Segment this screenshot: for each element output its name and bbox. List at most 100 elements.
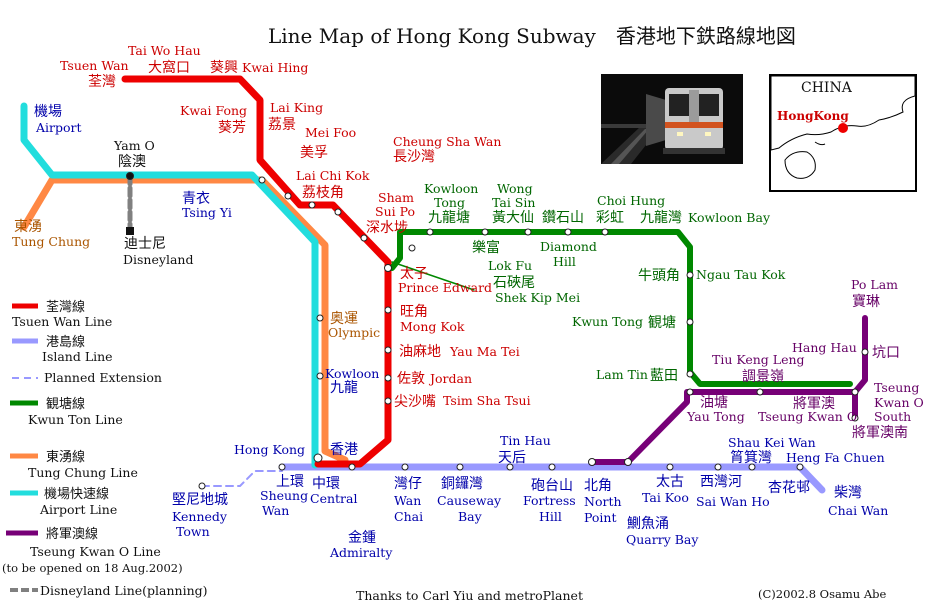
- shau-kei-wan-station-dot[interactable]: [748, 463, 756, 471]
- wong-tai-sin-label-2: Tai Sin: [492, 195, 535, 210]
- mei-foo-station-dot[interactable]: [284, 192, 292, 200]
- kwai-fong-label: Kwai Fong: [180, 103, 247, 118]
- sheung-wan-station-dot[interactable]: [278, 463, 286, 471]
- tin-hau-station-dot[interactable]: [506, 463, 514, 471]
- credits: Thanks to Carl Yiu and metroPlanet: [356, 588, 583, 603]
- choi-hung-station-dot[interactable]: [601, 228, 609, 236]
- lai-chi-kok-label-zh: 荔枝角: [302, 185, 344, 201]
- tsim-sha-tsui-station-dot[interactable]: [384, 397, 392, 405]
- lok-fu-station-dot[interactable]: [481, 228, 489, 236]
- legend-island-en: Island Line: [42, 349, 113, 364]
- causeway-bay-station-dot[interactable]: [456, 463, 464, 471]
- yau-ma-tei-station-dot[interactable]: [384, 346, 392, 354]
- mei-foo-label-zh: 美孚: [300, 145, 328, 161]
- sham-shui-po-label-1: Sham: [378, 190, 414, 205]
- legend-tseung-kwan-o-note: (to be opened on 18 Aug.2002): [2, 561, 183, 575]
- choi-hung-label: Choi Hung: [597, 193, 665, 208]
- diamond-hill-station-dot[interactable]: [564, 228, 572, 236]
- mong-kok-label: Mong Kok: [400, 319, 465, 334]
- lok-fu-label-zh: 樂富: [472, 239, 500, 256]
- north-point-station-dot[interactable]: [588, 458, 596, 466]
- island-line-planned-extension: [201, 470, 283, 487]
- tiu-keng-leng-station-dot[interactable]: [756, 388, 764, 396]
- wong-tai-sin-station-dot[interactable]: [524, 228, 532, 236]
- tsing-yi-label: Tsing Yi: [182, 205, 232, 220]
- central-label: Central: [310, 491, 357, 506]
- prince-edward-station-dot[interactable]: [384, 264, 392, 272]
- lai-king-interchange-dot[interactable]: [258, 176, 266, 184]
- tko-south-station-dot[interactable]: [851, 414, 859, 422]
- kowloon-tong-label-zh: 九龍塘: [428, 209, 470, 226]
- legend-tung-chung-en: Tung Chung Line: [28, 465, 138, 480]
- legend-tung-chung-zh: 東湧線: [46, 449, 85, 465]
- jordan-station-dot[interactable]: [384, 374, 392, 382]
- yau-tong-station-dot[interactable]: [686, 388, 694, 396]
- hang-hau-station-dot[interactable]: [861, 348, 869, 356]
- tseung-kwan-o-station-dot[interactable]: [851, 388, 859, 396]
- fortress-hill-station-dot[interactable]: [548, 463, 556, 471]
- shek-kip-mei-label: Shek Kip Mei: [495, 290, 580, 305]
- shek-kip-mei-station-dot[interactable]: [408, 244, 416, 252]
- kennedy-town-label-2: Town: [176, 524, 210, 539]
- kwun-tong-line: [389, 229, 853, 387]
- quarry-bay-station-dot[interactable]: [624, 458, 632, 466]
- kowloon-tong-label-1: Kowloon: [424, 181, 478, 196]
- admiralty-station-dot[interactable]: [348, 463, 356, 471]
- north-point-label-zh: 北角: [584, 478, 612, 494]
- legend-planned-en: Planned Extension: [44, 370, 162, 385]
- legend-tsuen-wan-en: Tsuen Wan Line: [12, 314, 112, 329]
- hong-kong-label: Hong Kong: [234, 442, 305, 457]
- hong-kong-label-zh: 香港: [330, 442, 358, 458]
- sham-shui-po-label-2: Sui Po: [375, 204, 415, 219]
- tung-chung-label: Tung Chung: [12, 234, 90, 249]
- tsing-yi-label-zh: 青衣: [182, 191, 210, 207]
- kennedy-town-station-dot[interactable]: [198, 482, 206, 490]
- airport-label: Airport: [35, 120, 82, 135]
- mong-kok-label-zh: 旺角: [400, 304, 428, 320]
- po-lam-label-zh: 寶琳: [852, 294, 880, 310]
- hang-hau-label-zh: 坑口: [872, 345, 900, 361]
- lai-chi-kok-station-dot[interactable]: [308, 201, 316, 209]
- mong-kok-station-dot[interactable]: [384, 306, 392, 314]
- sham-shui-po-station-dot[interactable]: [360, 234, 368, 242]
- kowloon-label: Kowloon: [325, 366, 379, 381]
- legend-tseung-kwan-o-en: Tseung Kwan O Line: [30, 544, 161, 559]
- legend-airport-en: Airport Line: [39, 502, 117, 517]
- po-lam-label: Po Lam: [851, 277, 898, 292]
- kowloon-station-dot[interactable]: [316, 372, 324, 380]
- tai-koo-label-zh: 太古: [656, 474, 684, 490]
- kowloon-bay-label: Kowloon Bay: [688, 210, 771, 225]
- hong-kong-station-dot[interactable]: [313, 453, 323, 463]
- jordan-label: Jordan: [428, 371, 472, 386]
- cheung-sha-wan-station-dot[interactable]: [334, 208, 342, 216]
- tung-chung-line: [20, 176, 349, 464]
- heng-fa-chuen-station-dot[interactable]: [796, 463, 804, 471]
- kwun-tong-station-dot[interactable]: [686, 318, 694, 326]
- tai-koo-label: Tai Koo: [642, 490, 689, 505]
- north-point-label-2: Point: [584, 510, 617, 525]
- disneyland-station-marker[interactable]: [126, 227, 134, 235]
- tsuen-wan-line: [121, 75, 392, 468]
- cheung-sha-wan-label-zh: 長沙灣: [393, 149, 435, 165]
- legend-airport-zh: 機場快速線: [44, 486, 109, 502]
- train-illustration: [601, 74, 743, 164]
- yam-o-station-dot[interactable]: [126, 172, 134, 180]
- ngau-tau-kok-station-dot[interactable]: [686, 271, 694, 279]
- ngau-tau-kok-label-zh: 牛頭角: [638, 268, 680, 284]
- wan-chai-station-dot[interactable]: [401, 463, 409, 471]
- kennedy-town-label-1: Kennedy: [172, 509, 228, 524]
- tko-south-label-1: Tseung: [874, 380, 919, 395]
- wan-chai-label-zh: 灣仔: [394, 476, 422, 492]
- olympic-label-zh: 奥運: [330, 310, 358, 327]
- tai-koo-station-dot[interactable]: [666, 463, 674, 471]
- legend-island-zh: 港島線: [46, 334, 85, 350]
- kowloon-bay-label-zh: 九龍灣: [640, 209, 682, 226]
- olympic-station-dot[interactable]: [316, 314, 324, 322]
- sai-wan-ho-station-dot[interactable]: [714, 463, 722, 471]
- disneyland-label: Disneyland: [123, 252, 193, 267]
- tsuen-wan-label: Tsuen Wan: [60, 58, 129, 73]
- legend: 荃灣線 Tsuen Wan Line 港島線 Island Line Plann…: [2, 299, 208, 598]
- lam-tin-station-dot[interactable]: [686, 370, 694, 378]
- kowloon-tong-station-dot[interactable]: [426, 228, 434, 236]
